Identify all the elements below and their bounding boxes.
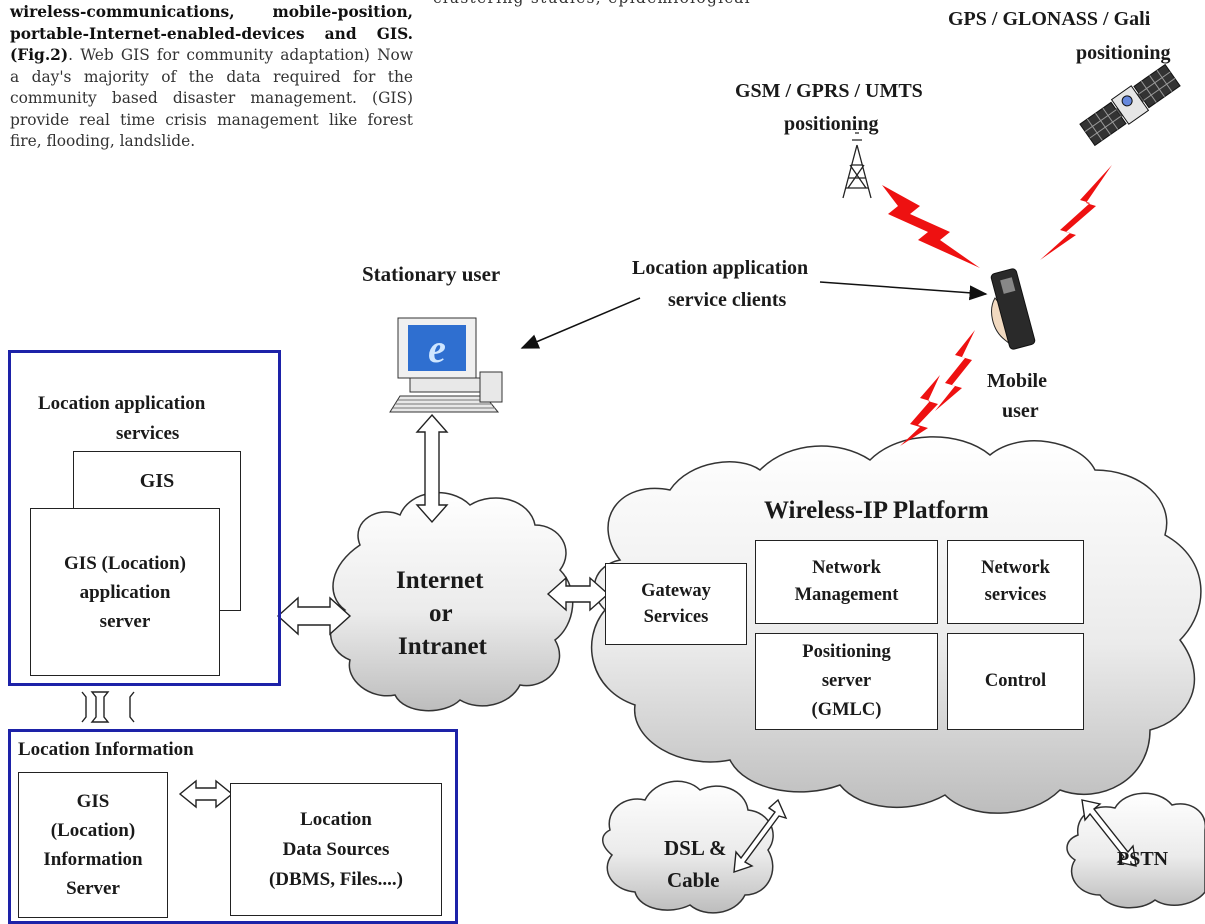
paragraph-bold-lead: wireless-communications, mobile-position… [10, 3, 413, 64]
gis-location-information-server-box: GIS (Location) Information Server [18, 772, 168, 918]
double-arrow-app-internet [276, 596, 352, 636]
double-arrow-platform-dsl [733, 798, 788, 874]
location-data-sources-box: Location Data Sources (DBMS, Files....) [230, 783, 442, 916]
gsm-positioning-label: positioning [784, 113, 879, 135]
network-management-box: Network Management [755, 540, 938, 624]
mobile-user-label-2: user [1002, 400, 1039, 422]
pointer-arrow-to-mobile [819, 281, 988, 301]
satellite-icon [1079, 63, 1181, 147]
positioning-server-box: Positioning server (GMLC) [755, 633, 938, 730]
internet-label-1: Internet [396, 567, 484, 594]
mobile-phone-icon [990, 268, 1036, 350]
paragraph-rest: . Web GIS for community adaptation) Now … [10, 46, 413, 150]
internet-label-3: Intranet [398, 633, 487, 660]
location-clients-label-1: Location application [632, 257, 809, 279]
location-application-services-label-1: Location application [38, 393, 206, 414]
control-box: Control [947, 633, 1084, 730]
dsl-cable-label-2: Cable [667, 868, 720, 892]
gateway-services-box: Gateway Services [605, 563, 747, 645]
double-arrow-platform-pstn [1081, 799, 1137, 867]
body-paragraph: wireless-communications, mobile-position… [10, 2, 413, 153]
lightning-bolts [882, 165, 1112, 446]
gis-location-application-server-box: GIS (Location) application server [30, 508, 220, 676]
location-application-services-label-2: services [116, 423, 180, 444]
pointer-arrow-to-computer [520, 297, 641, 349]
dsl-cable-label-1: DSL & [664, 836, 727, 860]
double-arrow-computer-internet [415, 413, 449, 524]
gps-label: GPS / GLONASS / Gali [948, 8, 1151, 30]
internet-cloud [329, 491, 574, 712]
double-arrow-app-info [81, 691, 135, 723]
top-cut-text: clustering studies, epidemiological [433, 0, 853, 10]
stationary-user-label: Stationary user [362, 262, 501, 286]
mobile-user-label-1: Mobile [987, 370, 1047, 392]
dsl-cable-cloud [602, 780, 774, 914]
tower-icon [842, 132, 872, 199]
internet-label-2: or [429, 600, 453, 627]
pstn-label: PSTN [1117, 848, 1169, 870]
network-services-box: Network services [947, 540, 1084, 624]
location-application-services-frame [8, 350, 281, 686]
location-information-label: Location Information [18, 739, 194, 760]
svg-text:e: e [428, 326, 446, 371]
computer-icon: e [389, 317, 503, 413]
location-clients-label-2: service clients [668, 289, 787, 311]
gsm-label: GSM / GPRS / UMTS [735, 80, 923, 102]
wireless-ip-platform-label: Wireless-IP Platform [764, 497, 989, 524]
gps-positioning-label: positioning [1076, 42, 1171, 64]
